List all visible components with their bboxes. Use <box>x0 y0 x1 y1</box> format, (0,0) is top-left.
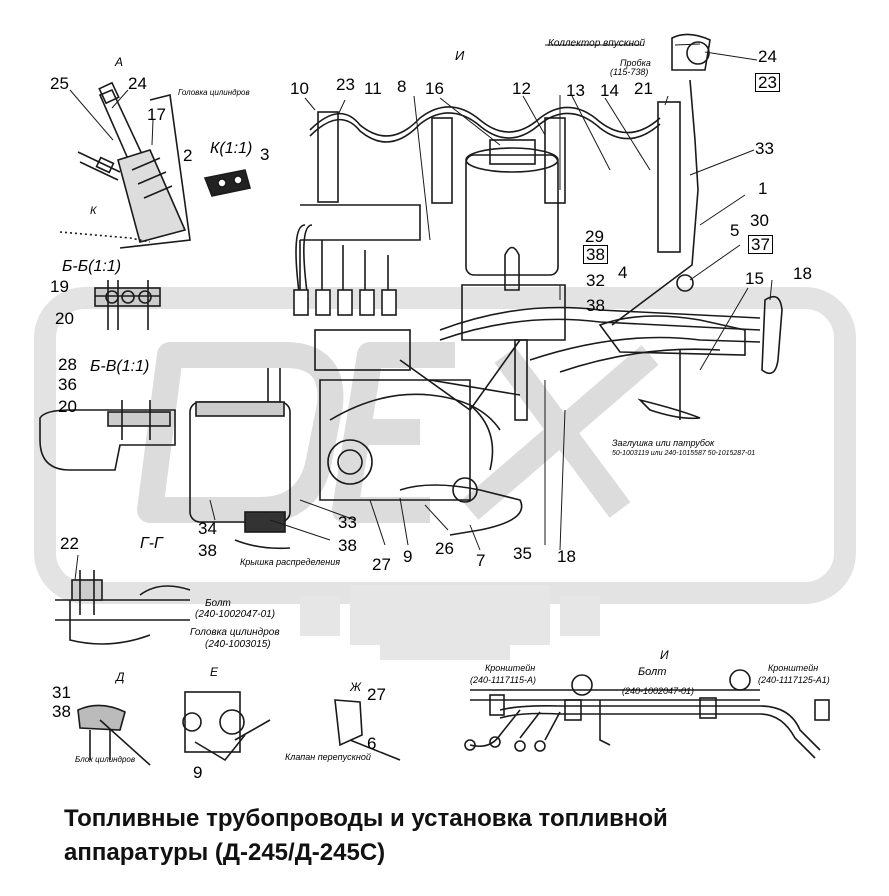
note-bolt1: Болт <box>205 598 231 609</box>
callout-30: 30 <box>750 211 769 230</box>
callout-9: 9 <box>403 547 413 566</box>
bolt-detail <box>55 570 191 645</box>
note-bolt1-num: (240-1002047-01) <box>195 609 276 620</box>
callout-6: 6 <box>367 734 377 753</box>
callout-18: 18 <box>793 264 812 283</box>
callout-26: 26 <box>435 539 454 558</box>
callout-25: 25 <box>50 74 69 93</box>
callout-18-b: 18 <box>557 547 576 566</box>
callout-7: 7 <box>476 551 486 570</box>
callout-36: 36 <box>58 375 77 394</box>
view-a-label: А <box>115 55 124 69</box>
callout-24: 24 <box>128 74 147 93</box>
view-e-label: Е <box>210 665 219 679</box>
callout-10: 10 <box>290 79 309 98</box>
callout-38: 38 <box>586 296 605 315</box>
note-kronshtein2-num: (240-1117125-А1) <box>758 675 830 685</box>
section-gg <box>234 539 291 550</box>
view-i <box>464 669 830 759</box>
fuel-system-drawing <box>39 33 830 766</box>
note-probka-num: (115-738) <box>610 67 649 77</box>
callout-1: 1 <box>758 179 768 198</box>
note-kryshka: Крышка распределения <box>240 557 341 567</box>
note-golovka-top: Головка цилиндров <box>178 88 250 97</box>
callout-32: 32 <box>586 271 605 290</box>
callout-11: 11 <box>364 79 382 98</box>
view-i-detail-label: И <box>660 648 669 662</box>
view-k-detail <box>203 169 251 197</box>
main-assembly <box>189 33 783 536</box>
note-kollektor: Коллектор впускной <box>548 38 646 49</box>
note-klapan: Клапан перепускной <box>285 752 371 762</box>
callout-29: 29 <box>585 227 604 246</box>
callout-3: 3 <box>260 145 270 164</box>
callout-34: 34 <box>198 519 217 538</box>
callout-4: 4 <box>618 263 628 282</box>
page-title: Топливные трубопроводы и установка топли… <box>64 802 864 870</box>
note-bolt2-num: (240-1002047-01) <box>622 686 695 696</box>
callout-33-b: 33 <box>338 513 357 532</box>
note-bolt2: Болт <box>638 666 667 678</box>
callout-38-b: 38 <box>198 541 217 560</box>
callout-24-top: 24 <box>758 47 777 66</box>
title-line-2: аппаратуры (Д-245/Д-245С) <box>64 839 386 866</box>
view-k-small: К <box>90 205 97 217</box>
callout-23: 23 <box>336 75 355 94</box>
callout-27: 27 <box>372 555 391 574</box>
callout-38-d: 38 <box>52 702 71 721</box>
callout-35: 35 <box>513 544 532 563</box>
callout-14: 14 <box>600 81 619 100</box>
callout-22: 22 <box>60 534 79 553</box>
callout-17: 17 <box>147 105 166 124</box>
callout-16: 16 <box>425 79 444 98</box>
callout-33: 33 <box>755 139 774 158</box>
view-i-label: И <box>455 48 465 63</box>
view-a-injector <box>59 81 191 249</box>
note-golovka-num: (240-1003015) <box>205 639 271 650</box>
leader-lines <box>69 43 773 581</box>
callout-5: 5 <box>730 221 740 240</box>
callout-38-boxed: 38 <box>583 245 608 264</box>
callout-2: 2 <box>183 146 193 165</box>
note-zaglushka-num: 50-1003119 или 240-1015587 50-1015287-01 <box>612 450 756 457</box>
callout-28: 28 <box>58 355 77 374</box>
callout-23-boxed: 23 <box>755 73 780 92</box>
note-kronshtein2: Кронштейн <box>768 663 819 673</box>
callout-20: 20 <box>55 309 74 328</box>
note-kronshtein1-num: (240-1117115-А) <box>470 675 537 685</box>
callout-19: 19 <box>50 277 69 296</box>
callout-20-b: 20 <box>58 397 77 416</box>
callout-12: 12 <box>512 79 531 98</box>
note-golovka: Головка цилиндров <box>190 627 280 638</box>
note-zaglushka: Заглушка или патрубок <box>612 438 715 448</box>
note-probka: Пробка <box>620 58 651 68</box>
section-gg-label: Г-Г <box>140 535 163 552</box>
note-kronshtein1: Кронштейн <box>485 663 536 673</box>
view-zh-label: Ж <box>350 680 362 694</box>
title-line-1: Топливные трубопроводы и установка топли… <box>64 805 668 832</box>
view-d <box>77 704 151 766</box>
view-zh <box>334 699 401 761</box>
callout-31: 31 <box>52 683 71 702</box>
section-bv-label: Б-В(1:1) <box>90 358 150 375</box>
callout-8: 8 <box>397 77 407 96</box>
callout-38-c: 38 <box>338 536 357 555</box>
view-d-label: Д <box>116 670 125 684</box>
callout-27-b: 27 <box>367 685 386 704</box>
callout-15: 15 <box>745 269 764 288</box>
callout-37-boxed: 37 <box>748 235 773 254</box>
callout-13: 13 <box>566 81 585 100</box>
note-blok: Блок цилиндров <box>75 755 136 764</box>
callout-9-b: 9 <box>193 763 203 782</box>
view-k-label: К(1:1) <box>210 140 253 157</box>
section-bb-label: Б-Б(1:1) <box>62 258 122 275</box>
section-bv <box>39 400 176 471</box>
callout-21: 21 <box>634 79 653 98</box>
section-bb <box>94 280 161 330</box>
view-e <box>182 691 271 762</box>
